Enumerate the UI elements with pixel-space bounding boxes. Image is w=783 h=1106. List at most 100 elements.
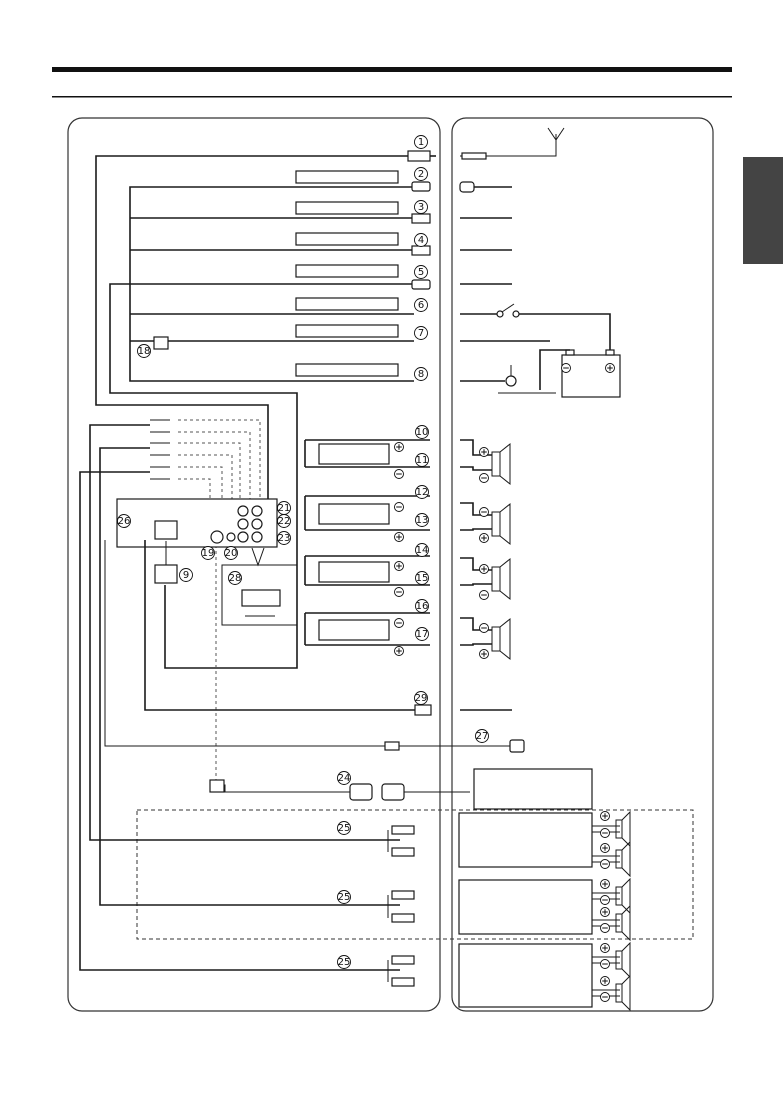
- connector-number: 24: [338, 773, 351, 784]
- connector-callout-13: 13: [416, 514, 429, 527]
- connector-number: 1: [418, 137, 424, 148]
- connector-callout-14: 14: [416, 544, 429, 557]
- side-tab: [743, 157, 783, 264]
- negative-terminal-icon: [395, 503, 404, 512]
- connector-number: 9: [183, 570, 189, 581]
- connector-callout-20: 20: [225, 547, 238, 560]
- positive-terminal-icon: [601, 944, 610, 953]
- connector-number: 3: [418, 202, 424, 213]
- connector-number: 27: [476, 731, 489, 742]
- positive-terminal-icon: [480, 534, 489, 543]
- connector-callout-3: 3: [415, 201, 428, 214]
- label-box-7: [296, 325, 398, 337]
- positive-terminal-icon: [480, 565, 489, 574]
- connector-callout-12: 12: [416, 486, 429, 499]
- connector-callout-26: 26: [118, 515, 131, 528]
- positive-terminal-icon: [601, 977, 610, 986]
- header-rule: [52, 96, 732, 98]
- negative-terminal-icon: [395, 470, 404, 479]
- negative-terminal-icon: [480, 508, 489, 517]
- negative-terminal-icon: [601, 829, 610, 838]
- negative-terminal-icon: [601, 896, 610, 905]
- positive-terminal-icon: [601, 844, 610, 853]
- label-box-4: [296, 233, 398, 245]
- header-bar: [52, 67, 732, 72]
- antenna-plug: [408, 151, 430, 161]
- connector-callout-10: 10: [416, 426, 429, 439]
- fuse-holder-icon: [154, 337, 168, 349]
- connector-callout-25: 25: [338, 956, 351, 969]
- connector-callout-8: 8: [415, 368, 428, 381]
- connector-number: 22: [278, 516, 291, 527]
- negative-terminal-icon: [562, 364, 571, 373]
- label-box-2: [296, 171, 398, 183]
- connector-callout-22: 22: [278, 515, 291, 528]
- negative-terminal-icon: [601, 960, 610, 969]
- ground-icon: [498, 365, 556, 393]
- connector-callout-1: 1: [415, 136, 428, 149]
- switch-28: [242, 590, 280, 606]
- connector-callout-29: 29: [415, 692, 428, 705]
- connector-number: 17: [416, 629, 429, 640]
- connector-number: 12: [416, 487, 429, 498]
- connector-callout-7: 7: [415, 327, 428, 340]
- usb-connector-icon: [385, 742, 399, 750]
- negative-terminal-icon: [480, 591, 489, 600]
- positive-terminal-icon: [395, 562, 404, 571]
- positive-terminal-icon: [606, 364, 615, 373]
- connector-number: 8: [418, 369, 424, 380]
- positive-terminal-icon: [480, 448, 489, 457]
- speaker-out-wires: [305, 440, 430, 645]
- connector-callout-17: 17: [416, 628, 429, 641]
- negative-terminal-icon: [601, 860, 610, 869]
- connector-callout-5: 5: [415, 266, 428, 279]
- positive-terminal-icon: [601, 908, 610, 917]
- connector-number: 6: [418, 300, 424, 311]
- label-box-6: [296, 298, 398, 310]
- positive-terminal-icon: [395, 533, 404, 542]
- connector-number: 11: [416, 455, 429, 466]
- connector-callout-15: 15: [416, 572, 429, 585]
- right-panel: [452, 118, 713, 1011]
- connector-number: 23: [278, 533, 291, 544]
- connector-number: 13: [416, 515, 429, 526]
- connector-callout-11: 11: [416, 454, 429, 467]
- connector-number: 2: [418, 169, 424, 180]
- negative-terminal-icon: [480, 474, 489, 483]
- connector-callout-28: 28: [229, 572, 242, 585]
- connector-callout-2: 2: [415, 168, 428, 181]
- positive-terminal-icon: [601, 880, 610, 889]
- label-box-5: [296, 265, 398, 277]
- connector-number: 20: [225, 548, 238, 559]
- connector-callout-18: 18: [138, 345, 151, 358]
- negative-terminal-icon: [395, 619, 404, 628]
- connector-callout-6: 6: [415, 299, 428, 312]
- connector-callout-24: 24: [338, 772, 351, 785]
- label-box-8: [296, 364, 398, 376]
- antenna-icon: [460, 128, 564, 159]
- connector-callout-21: 21: [278, 502, 291, 515]
- connector-number: 10: [416, 427, 429, 438]
- connector-callout-23: 23: [278, 532, 291, 545]
- label-box-3: [296, 202, 398, 214]
- connector-number: 25: [338, 823, 351, 834]
- negative-terminal-icon: [601, 924, 610, 933]
- positive-terminal-icon: [395, 443, 404, 452]
- connector-callout-25: 25: [338, 891, 351, 904]
- connector-number: 5: [418, 267, 424, 278]
- connector-number: 25: [338, 892, 351, 903]
- connector-number: 18: [138, 346, 151, 357]
- connector-number: 25: [338, 957, 351, 968]
- positive-terminal-icon: [601, 812, 610, 821]
- connector-callout-9: 9: [180, 569, 193, 582]
- rca-plug-icon: [388, 826, 414, 986]
- connector-number: 4: [418, 235, 424, 246]
- connector-number: 16: [416, 601, 429, 612]
- positive-terminal-icon: [395, 647, 404, 656]
- negative-terminal-icon: [480, 624, 489, 633]
- connector-number: 29: [415, 693, 428, 704]
- positive-terminal-icon: [480, 650, 489, 659]
- connector-callout-27: 27: [476, 730, 489, 743]
- connector-callout-4: 4: [415, 234, 428, 247]
